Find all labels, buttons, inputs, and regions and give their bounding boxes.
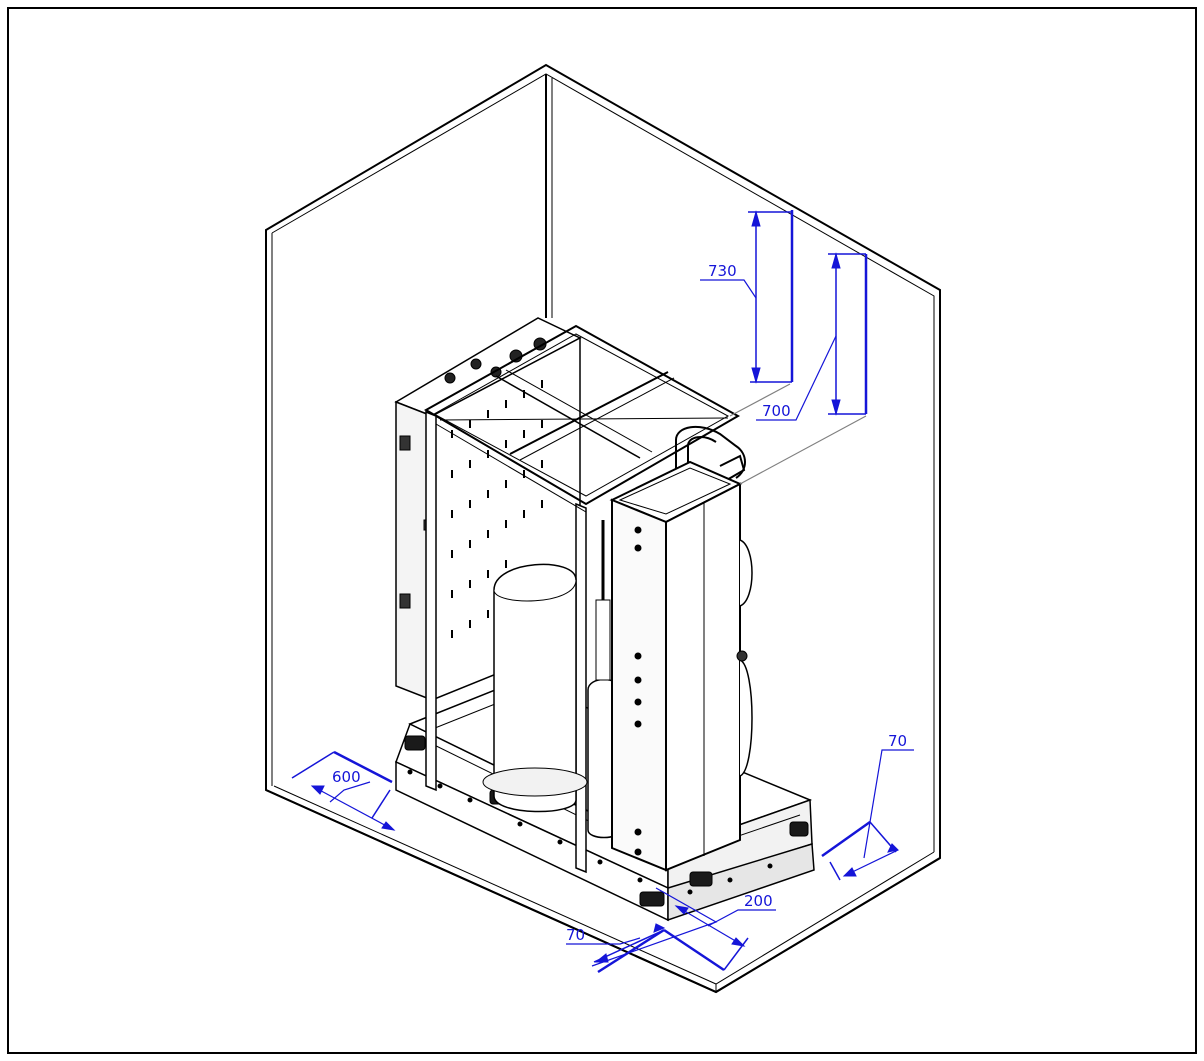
dim-label-200: 200 [744, 892, 773, 910]
leader-lines [729, 383, 867, 485]
dim-label-700: 700 [762, 402, 791, 420]
dimension-lines [291, 210, 914, 974]
heat-exchanger [609, 460, 753, 872]
dimension-labels: 730 700 600 70 70 200 [332, 262, 907, 944]
dim-label-730: 730 [708, 262, 737, 280]
piping [675, 425, 746, 485]
dim-label-600: 600 [332, 768, 361, 786]
dim-label-70-front: 70 [566, 926, 585, 944]
compressor-tank [482, 563, 588, 813]
dim-label-70-rear: 70 [888, 732, 907, 750]
drawing-frame [7, 7, 1197, 1054]
